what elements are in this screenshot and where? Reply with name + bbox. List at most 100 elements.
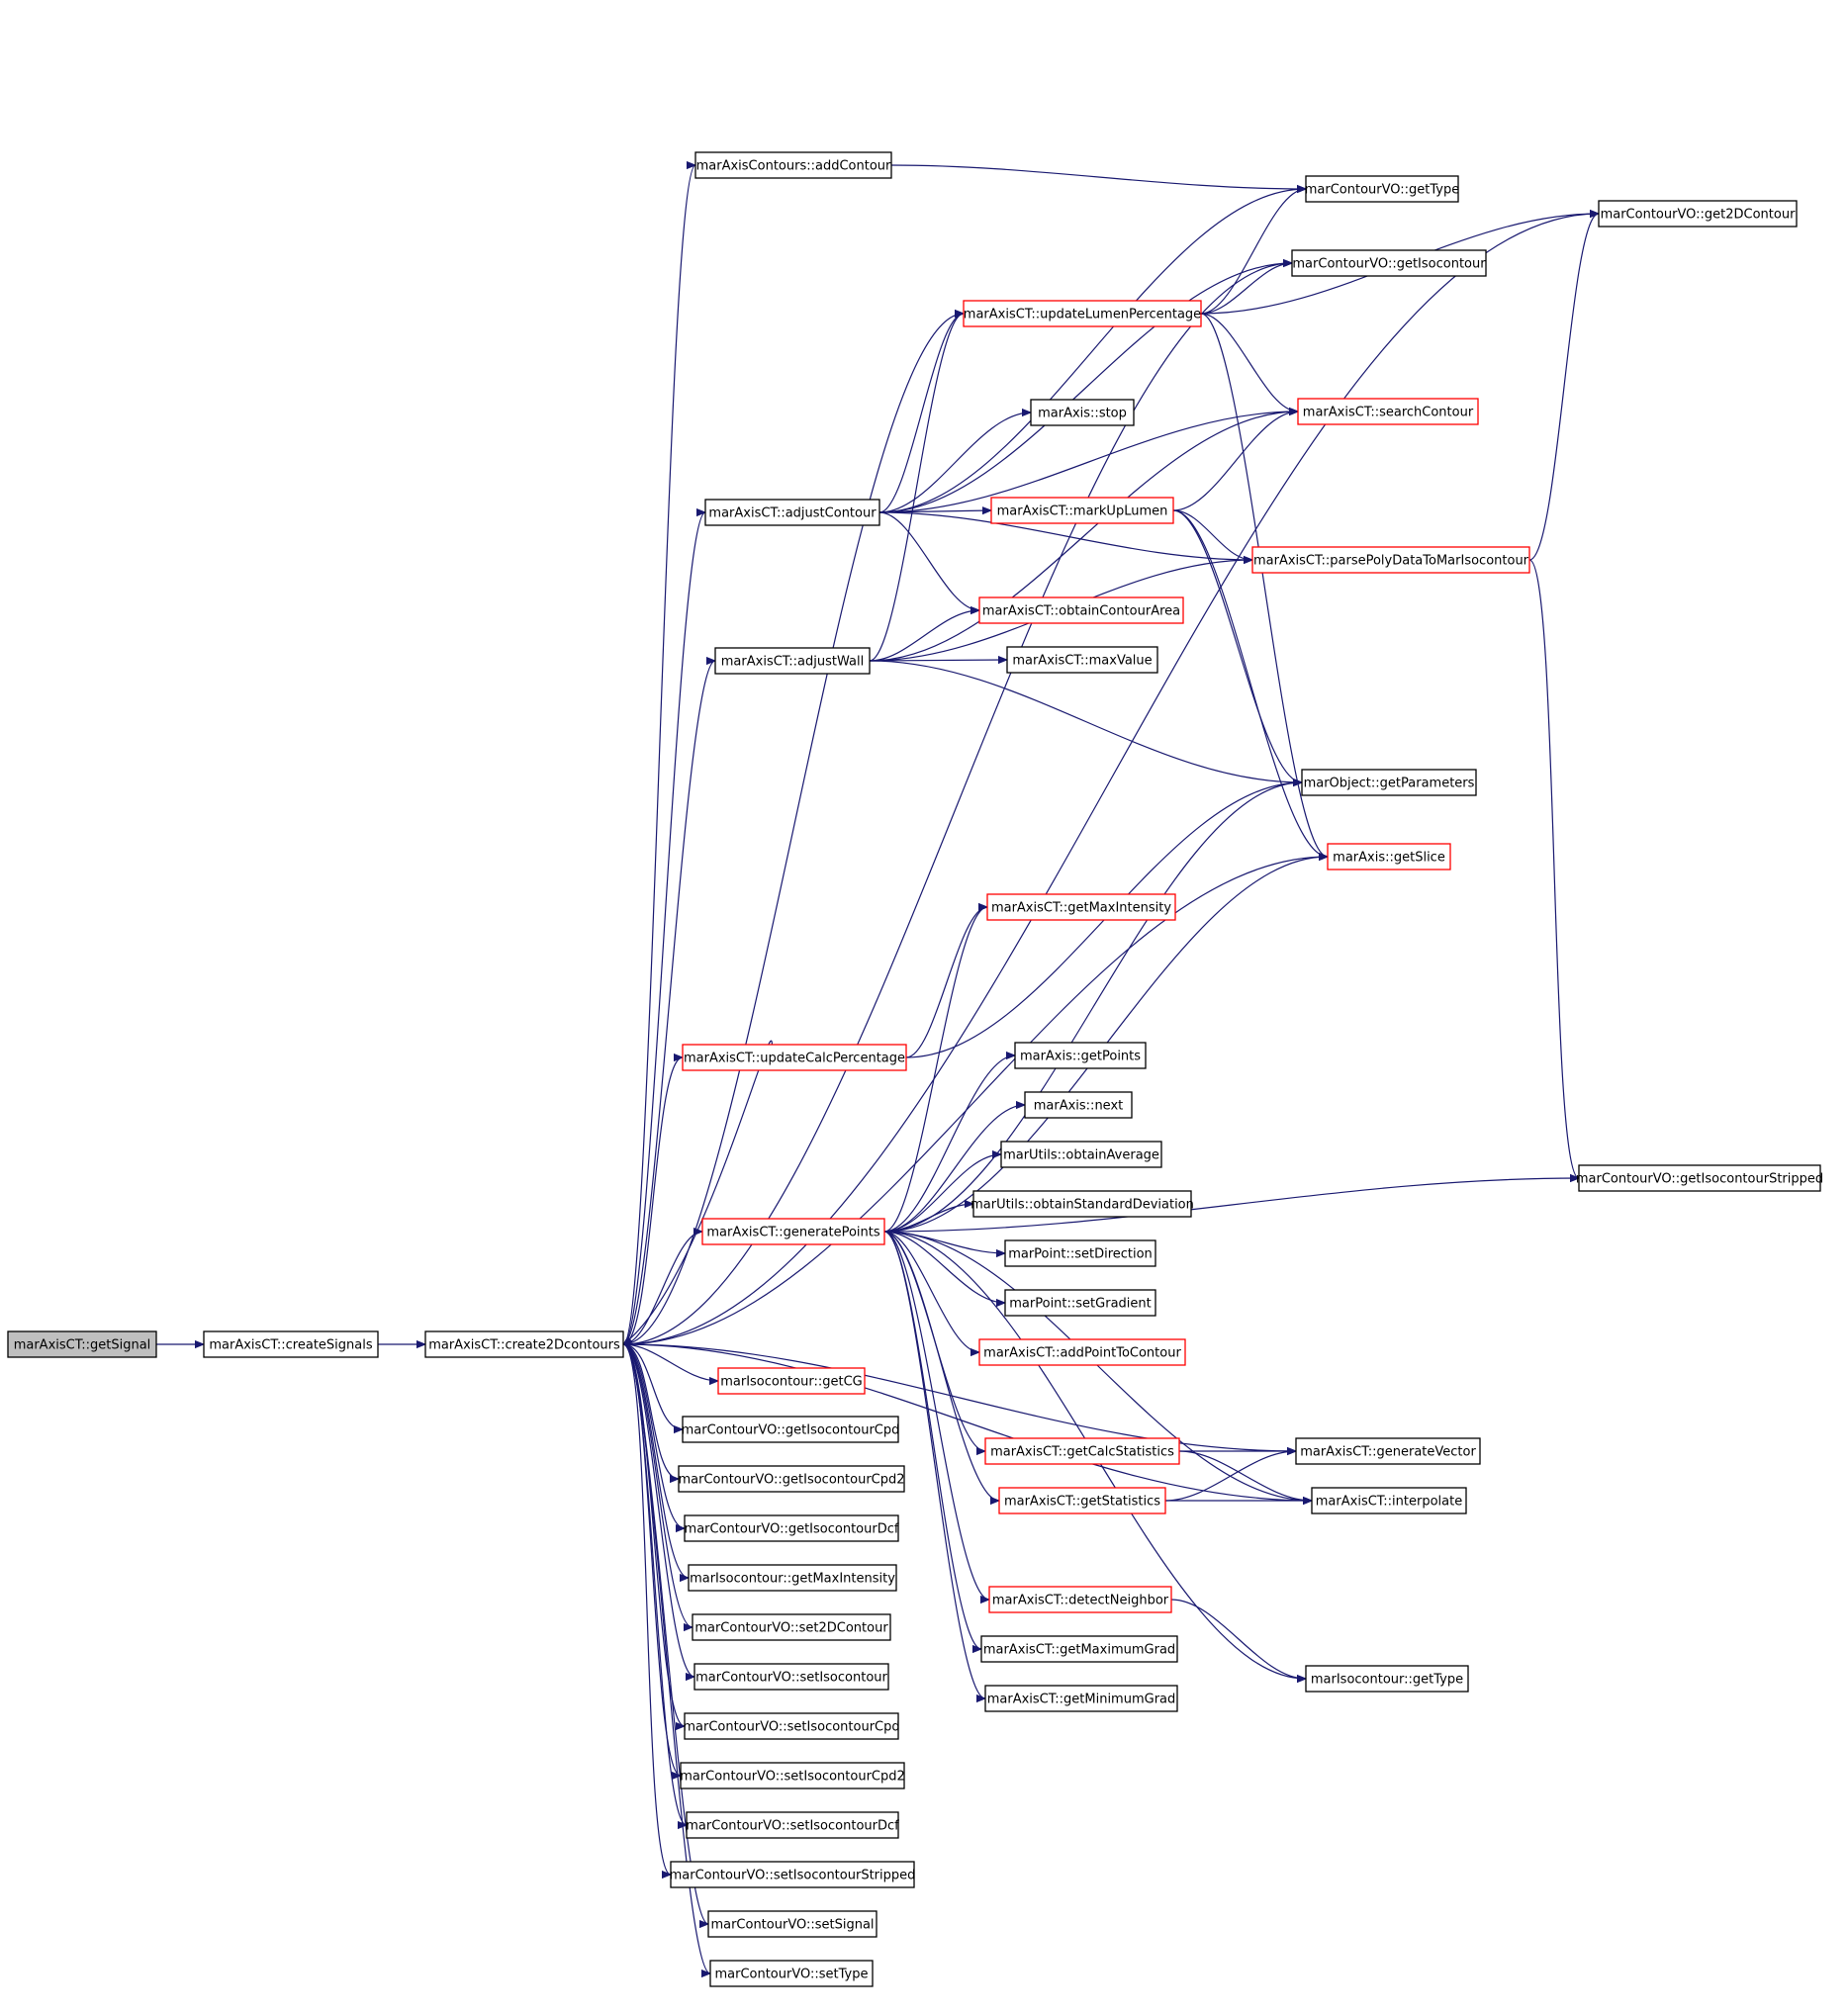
node-isoGetType[interactable]: marIsocontour::getType (1305, 1665, 1469, 1693)
node-obtainStdDev[interactable]: marUtils::obtainStandardDeviation (970, 1190, 1194, 1218)
node-interpolate[interactable]: marAxisCT::interpolate (1311, 1487, 1467, 1514)
node-box[interactable] (1305, 1665, 1469, 1693)
node-box[interactable] (1004, 1239, 1156, 1267)
node-getIsocontourCpd2[interactable]: marContourVO::getIsocontourCpd2 (678, 1465, 905, 1493)
node-getCalcStatistics[interactable]: marAxisCT::getCalcStatistics (984, 1437, 1180, 1465)
node-box[interactable] (990, 497, 1174, 524)
node-getSignal[interactable]: marAxisCT::getSignal (7, 1330, 157, 1358)
node-box[interactable] (1327, 843, 1451, 871)
node-getIsocontourDcf[interactable]: marContourVO::getIsocontourDcf (684, 1514, 899, 1542)
node-box[interactable] (693, 1663, 889, 1691)
node-updateLumenPercentage[interactable]: marAxisCT::updateLumenPercentage (963, 300, 1202, 327)
node-setDirection[interactable]: marPoint::setDirection (1004, 1239, 1156, 1267)
node-parsePolyData[interactable]: marAxisCT::parsePolyDataToMarIsocontour (1251, 546, 1530, 574)
node-box[interactable] (984, 1685, 1178, 1712)
node-box[interactable] (980, 1635, 1178, 1663)
node-box[interactable] (978, 596, 1184, 624)
node-box[interactable] (680, 1762, 905, 1789)
node-box[interactable] (684, 1514, 899, 1542)
node-box[interactable] (1311, 1487, 1467, 1514)
node-box[interactable] (1578, 1164, 1821, 1192)
node-box[interactable] (678, 1465, 905, 1493)
node-setIsocontourDcf[interactable]: marContourVO::setIsocontourDcf (686, 1811, 899, 1839)
node-box[interactable] (203, 1330, 379, 1358)
node-getMaximumGrad[interactable]: marAxisCT::getMaximumGrad (980, 1635, 1178, 1663)
node-box[interactable] (694, 151, 892, 179)
node-getIsocontour[interactable]: marContourVO::getIsocontour (1291, 249, 1487, 277)
node-box[interactable] (998, 1487, 1166, 1514)
node-box[interactable] (684, 1712, 899, 1740)
node-box[interactable] (972, 1190, 1192, 1218)
node-box[interactable] (686, 1811, 899, 1839)
node-adjustContour[interactable]: marAxisCT::adjustContour (704, 499, 880, 526)
node-axisStop[interactable]: marAxis::stop (1030, 399, 1135, 426)
node-setIsocontourCpd2[interactable]: marContourVO::setIsocontourCpd2 (680, 1762, 905, 1789)
node-adjustWall[interactable]: marAxisCT::adjustWall (714, 647, 871, 675)
node-create2Dcontours[interactable]: marAxisCT::create2Dcontours (424, 1330, 624, 1358)
node-setIsocontourStripped[interactable]: marContourVO::setIsocontourStripped (670, 1861, 916, 1888)
node-maxValue[interactable]: marAxisCT::maxValue (1006, 646, 1158, 674)
node-markUpLumen[interactable]: marAxisCT::markUpLumen (990, 497, 1174, 524)
node-box[interactable] (692, 1613, 891, 1641)
node-updateCalcPercentage[interactable]: marAxisCT::updateCalcPercentage (682, 1044, 907, 1071)
node-searchContour[interactable]: marAxisCT::searchContour (1297, 398, 1479, 425)
node-box[interactable] (1000, 1141, 1162, 1168)
node-box[interactable] (1297, 398, 1479, 425)
node-box[interactable] (1598, 200, 1798, 228)
node-box[interactable] (670, 1861, 915, 1888)
node-box[interactable] (984, 1437, 1180, 1465)
node-generatePoints[interactable]: marAxisCT::generatePoints (701, 1218, 885, 1245)
node-createSignals[interactable]: marAxisCT::createSignals (203, 1330, 379, 1358)
node-axisGetPoints[interactable]: marAxis::getPoints (1014, 1042, 1147, 1069)
node-cvoGetType[interactable]: marContourVO::getType (1305, 175, 1460, 203)
node-box[interactable] (682, 1416, 899, 1443)
node-setIsocontourCpd[interactable]: marContourVO::setIsocontourCpd (683, 1712, 900, 1740)
node-box[interactable] (1295, 1437, 1481, 1465)
node-setType[interactable]: marContourVO::setType (709, 1960, 874, 1987)
node-getSlice[interactable]: marAxis::getSlice (1327, 843, 1451, 871)
node-box[interactable] (978, 1338, 1186, 1366)
node-obtainAverage[interactable]: marUtils::obtainAverage (1000, 1141, 1162, 1168)
node-box[interactable] (1006, 646, 1158, 674)
node-getStatistics[interactable]: marAxisCT::getStatistics (998, 1487, 1166, 1514)
node-box[interactable] (1251, 546, 1530, 574)
node-box[interactable] (963, 300, 1202, 327)
node-box[interactable] (688, 1564, 897, 1592)
node-getIsocontourStripped[interactable]: marContourVO::getIsocontourStripped (1576, 1164, 1823, 1192)
node-setSignal[interactable]: marContourVO::setSignal (707, 1910, 878, 1938)
node-getParameters[interactable]: marObject::getParameters (1301, 769, 1477, 796)
node-box[interactable] (709, 1960, 874, 1987)
node-box[interactable] (1014, 1042, 1147, 1069)
node-box[interactable] (1030, 399, 1135, 426)
node-generateVector[interactable]: marAxisCT::generateVector (1295, 1437, 1481, 1465)
node-box[interactable] (704, 499, 880, 526)
node-box[interactable] (1301, 769, 1477, 796)
node-obtainContourArea[interactable]: marAxisCT::obtainContourArea (978, 596, 1184, 624)
node-isoGetCG[interactable]: marIsocontour::getCG (717, 1367, 866, 1395)
node-box[interactable] (714, 647, 871, 675)
node-set2DContour[interactable]: marContourVO::set2DContour (692, 1613, 891, 1641)
node-setGradient[interactable]: marPoint::setGradient (1004, 1289, 1156, 1317)
node-box[interactable] (701, 1218, 885, 1245)
node-box[interactable] (707, 1910, 878, 1938)
node-box[interactable] (986, 893, 1176, 921)
node-box[interactable] (682, 1044, 907, 1071)
node-addPointToContour[interactable]: marAxisCT::addPointToContour (978, 1338, 1186, 1366)
node-box[interactable] (988, 1586, 1172, 1613)
node-box[interactable] (1305, 175, 1459, 203)
node-getIsocontourCpd[interactable]: marContourVO::getIsocontourCpd (682, 1416, 900, 1443)
node-box[interactable] (424, 1330, 624, 1358)
node-box[interactable] (7, 1330, 157, 1358)
node-axisNext[interactable]: marAxis::next (1024, 1091, 1133, 1119)
node-get2DContour[interactable]: marContourVO::get2DContour (1598, 200, 1798, 228)
node-box[interactable] (717, 1367, 866, 1395)
node-getMinimumGrad[interactable]: marAxisCT::getMinimumGrad (984, 1685, 1178, 1712)
node-box[interactable] (1004, 1289, 1156, 1317)
node-box[interactable] (1024, 1091, 1133, 1119)
node-addContour[interactable]: marAxisContours::addContour (694, 151, 892, 179)
node-detectNeighbor[interactable]: marAxisCT::detectNeighbor (988, 1586, 1172, 1613)
node-getMaxIntensity[interactable]: marAxisCT::getMaxIntensity (986, 893, 1176, 921)
node-box[interactable] (1291, 249, 1487, 277)
node-setIsocontour[interactable]: marContourVO::setIsocontour (693, 1663, 889, 1691)
node-isoGetMaxIntensity[interactable]: marIsocontour::getMaxIntensity (688, 1564, 897, 1592)
